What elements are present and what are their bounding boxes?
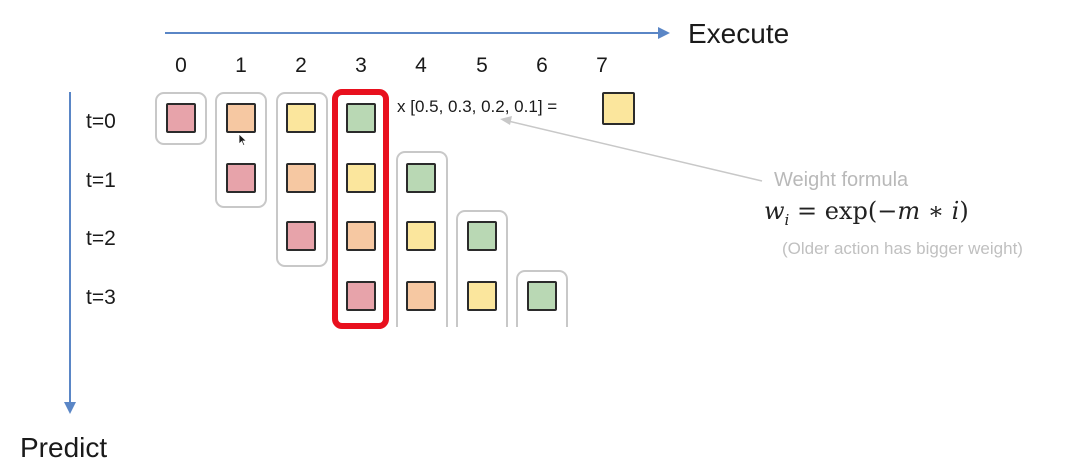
column-index-6: 6	[536, 54, 548, 77]
row-label-t1: t=1	[86, 169, 116, 192]
column-group-1	[215, 92, 267, 208]
column-group-6	[516, 270, 568, 327]
execute-axis-line	[165, 32, 660, 34]
result-box	[602, 92, 635, 125]
weight-formula-title: Weight formula	[774, 169, 909, 191]
action-box-t2-c5	[467, 221, 497, 251]
column-group-0	[155, 92, 207, 145]
action-box-t3-c3	[346, 281, 376, 311]
column-index-0: 0	[175, 54, 187, 77]
row-label-t3: t=3	[86, 286, 116, 309]
action-box-t3-c4	[406, 281, 436, 311]
column-index-3: 3	[355, 54, 367, 77]
column-index-4: 4	[415, 54, 427, 77]
action-box-t2-c2	[286, 221, 316, 251]
column-group-4	[396, 151, 448, 327]
action-box-t0-c3	[346, 103, 376, 133]
execute-axis-arrowhead	[658, 27, 670, 39]
action-box-t1-c4	[406, 163, 436, 193]
execute-axis-label: Execute	[688, 18, 790, 49]
column-index-5: 5	[476, 54, 488, 77]
action-box-t0-c1	[226, 103, 256, 133]
row-label-t0: t=0	[86, 110, 116, 133]
column-index-1: 1	[235, 54, 247, 77]
weight-formula-note: (Older action has bigger weight)	[782, 239, 1023, 258]
predict-axis-arrowhead	[64, 402, 76, 414]
predict-axis-line	[69, 92, 71, 404]
action-box-t3-c6	[527, 281, 557, 311]
action-box-t0-c0	[166, 103, 196, 133]
column-index-7: 7	[596, 54, 608, 77]
column-group-5	[456, 210, 508, 327]
action-box-t3-c5	[467, 281, 497, 311]
mouse-cursor-icon	[238, 133, 248, 147]
column-3-highlight	[332, 89, 389, 329]
weight-formula-expression: wi = exp(−m ∗ i)	[764, 197, 969, 229]
action-box-t1-c1	[226, 163, 256, 193]
action-box-t0-c2	[286, 103, 316, 133]
action-box-t1-c2	[286, 163, 316, 193]
row-label-t2: t=2	[86, 227, 116, 250]
action-box-t2-c3	[346, 221, 376, 251]
action-box-t2-c4	[406, 221, 436, 251]
column-index-2: 2	[295, 54, 307, 77]
weight-multiplier-text: x [0.5, 0.3, 0.2, 0.1] =	[397, 97, 558, 116]
action-box-t1-c3	[346, 163, 376, 193]
predict-axis-label: Predict	[20, 432, 108, 463]
column-group-2	[276, 92, 328, 267]
